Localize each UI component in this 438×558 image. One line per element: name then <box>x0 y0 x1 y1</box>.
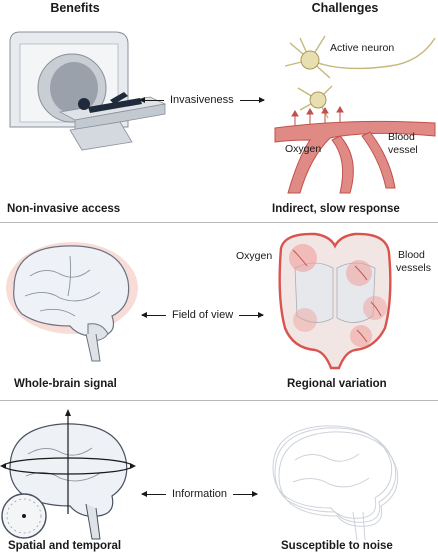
arrow-label: Information <box>172 488 228 500</box>
arrow-left-icon <box>139 96 164 103</box>
arrow-label: Invasiveness <box>170 94 234 106</box>
active-neuron-label: Active neuron <box>330 42 395 54</box>
oxygen-label: Oxygen <box>236 250 273 262</box>
indirect-response-caption: Indirect, slow response <box>272 203 400 215</box>
arrow-left-icon <box>141 490 166 497</box>
spatial-temporal-illustration <box>0 409 136 540</box>
challenges-header: Challenges <box>311 1 379 15</box>
whole-brain-illustration <box>6 242 138 362</box>
blood-vessels-label-2: vessels <box>396 262 432 274</box>
noisy-brain-illustration <box>272 425 399 541</box>
blood-vessel-label-1: Blood <box>388 131 415 143</box>
row-divider-1 <box>0 222 438 223</box>
regional-variation-caption: Regional variation <box>287 378 387 390</box>
invasiveness-arrow: Invasiveness <box>139 94 265 106</box>
arrow-right-icon <box>233 490 259 497</box>
arrow-right-icon <box>239 311 265 318</box>
noise-caption: Susceptible to noise <box>281 540 393 552</box>
whole-brain-caption: Whole-brain signal <box>14 378 117 390</box>
arrow-right-icon <box>239 96 265 103</box>
benefits-header: Benefits <box>50 1 100 15</box>
arrow-left-icon <box>141 311 166 318</box>
spatial-temporal-caption: Spatial and temporal <box>8 540 122 552</box>
brain-section-illustration <box>278 232 392 370</box>
information-arrow: Information <box>141 488 259 500</box>
field-of-view-arrow: Field of view <box>141 309 265 321</box>
blood-vessel-label-2: vessel <box>388 144 418 156</box>
neuron-vessel-illustration <box>274 35 436 194</box>
arrow-label: Field of view <box>172 309 234 321</box>
oxygen-label: Oxygen <box>285 143 322 155</box>
row-divider-2 <box>0 400 438 401</box>
mri-scanner-illustration <box>9 31 167 151</box>
blood-vessels-label-1: Blood <box>398 249 425 261</box>
non-invasive-caption: Non-invasive access <box>7 203 121 215</box>
